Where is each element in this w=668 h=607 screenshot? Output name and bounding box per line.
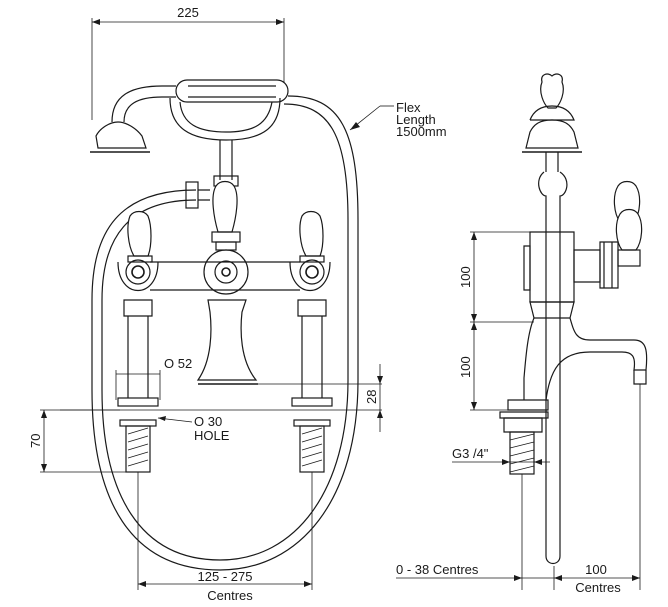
spout-bell [196, 299, 258, 385]
dia-52-label: O 52 [164, 356, 192, 371]
spout-centres-label: Centres [575, 580, 621, 595]
dimension-225-label: 225 [177, 5, 199, 20]
dimension-dia-52: O 52 [115, 356, 192, 400]
flex-label-line2: Length [396, 112, 436, 127]
shower-handset [90, 79, 289, 153]
flexible-hose [91, 95, 394, 571]
hot-lever-handle [127, 210, 153, 263]
hole-label-line2: HOLE [194, 428, 230, 443]
side-100-upper-label: 100 [458, 266, 473, 288]
dim-70-label: 70 [28, 434, 43, 448]
side-bottom-dimensions: 0 - 38 Centres 100 Centres [396, 384, 641, 595]
flex-label-line1: Flex [396, 100, 421, 115]
cold-lever-handle [299, 210, 325, 263]
dimension-225: 225 [91, 5, 285, 120]
dimension-28: 28 [364, 364, 383, 432]
side-hose [538, 171, 568, 565]
right-leg [291, 299, 333, 473]
side-body [499, 231, 648, 475]
centres-range-label: 125 - 275 [198, 569, 253, 584]
side-view: 100 100 G3 /4" 0 - 38 Centres 100 Centre… [396, 73, 648, 595]
centres-word-label: Centres [207, 588, 253, 603]
side-levers [573, 180, 643, 289]
side-handset [522, 73, 582, 172]
left-leg [117, 299, 159, 473]
thread-callout: G3 /4" [452, 446, 550, 465]
flex-label-line3: 1500mm [396, 124, 447, 139]
spout-100-label: 100 [585, 562, 607, 577]
mixer-body [117, 249, 331, 295]
dimension-centres: 125 - 275 Centres [137, 472, 313, 603]
diverter-lever [211, 180, 241, 251]
hole-label-line1: O 30 [194, 414, 222, 429]
cradle-post [213, 140, 239, 187]
side-vertical-dimensions: 100 100 [458, 231, 534, 411]
hose-connector [185, 181, 210, 209]
front-view: 225 Flex Length 1500mm [28, 5, 447, 603]
hole-callout [157, 416, 193, 423]
dim-28-label: 28 [364, 390, 379, 404]
thread-hatching [127, 427, 323, 467]
dimension-70: 70 [28, 409, 126, 473]
thread-label: G3 /4" [452, 446, 489, 461]
offset-centres-label: 0 - 38 Centres [396, 562, 479, 577]
side-100-lower-label: 100 [458, 356, 473, 378]
